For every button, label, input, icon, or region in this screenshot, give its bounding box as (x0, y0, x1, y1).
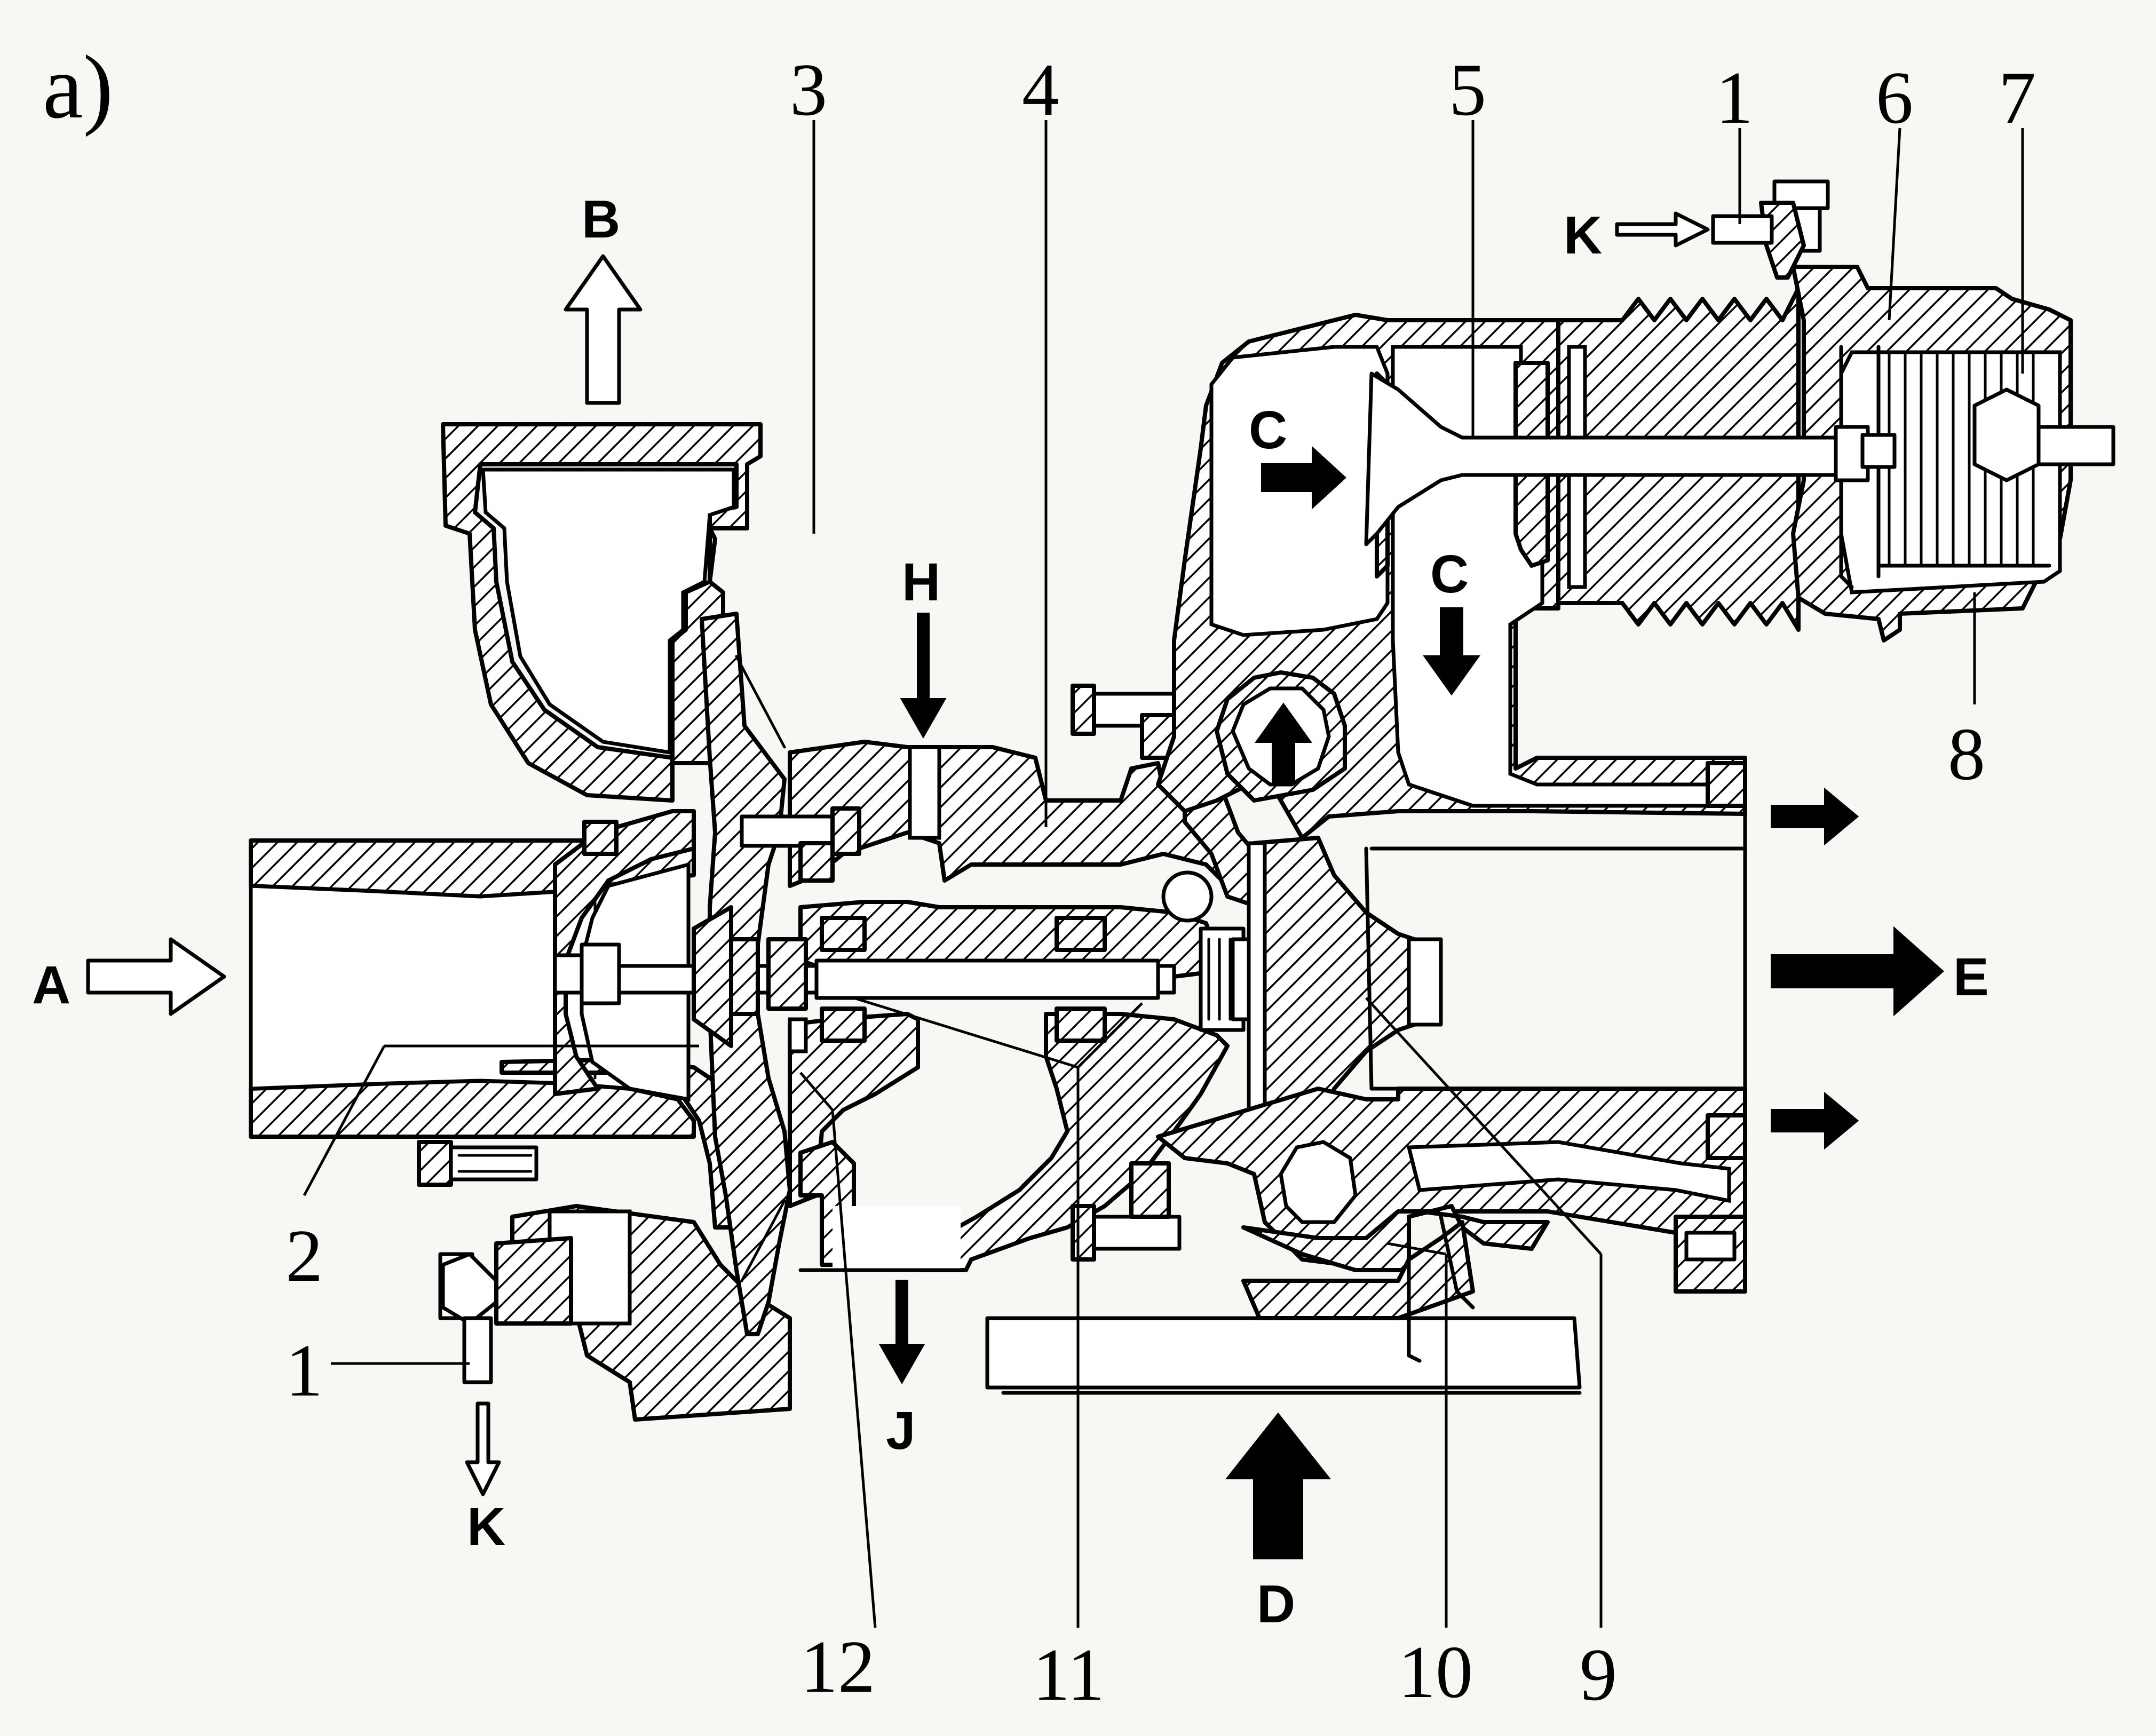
part-number-7: 7 (1999, 57, 2036, 139)
flow-label-H: H (902, 552, 940, 612)
flow-arrow-C-down (1423, 607, 1480, 696)
flow-label-A: A (32, 955, 70, 1015)
bearing-housing-bolt-lower (1071, 1161, 1182, 1262)
flow-arrow-D (1225, 1412, 1331, 1559)
flow-label-E: E (1953, 947, 1989, 1007)
flow-label-D: D (1257, 1574, 1295, 1634)
flow-label-K-top: K (1564, 205, 1602, 265)
flow-arrow-E (1771, 926, 1945, 1017)
part-number-3: 3 (790, 49, 827, 131)
compressor-outlet-elbow (441, 422, 763, 803)
part-number-1-top: 1 (1716, 57, 1753, 139)
part-number-8: 8 (1948, 713, 1985, 796)
flow-arrow-A (86, 937, 226, 1016)
flow-arrow-K-top (1615, 211, 1710, 248)
part-number-10: 10 (1398, 1631, 1473, 1714)
panel-label: a) (43, 37, 113, 137)
flow-arrow-J (878, 1280, 925, 1385)
part-number-2: 2 (286, 1215, 323, 1297)
bottom-drain-fitting (438, 1236, 573, 1384)
flow-label-K-bottom: K (467, 1497, 505, 1557)
turbine-exhaust-outlet (1364, 756, 1747, 1294)
flow-label-B: B (582, 189, 620, 249)
turbine-inlet-flange (985, 1204, 1582, 1395)
flow-arrow-exhaust-upper (1771, 787, 1859, 846)
flow-arrow-exhaust-lower (1771, 1091, 1859, 1150)
bearing-housing-bolt-right (1071, 684, 1182, 760)
part-number-9: 9 (1580, 1634, 1617, 1716)
part-number-6: 6 (1876, 57, 1913, 139)
flow-arrow-K-bottom (465, 1401, 501, 1496)
part-number-4: 4 (1022, 49, 1059, 131)
flow-arrow-H (900, 613, 947, 739)
top-drain-fitting (1711, 179, 1830, 280)
part-number-12: 12 (800, 1626, 875, 1708)
left-casing-bolt (417, 1140, 538, 1187)
leader-lines (303, 120, 2024, 1628)
part-number-11: 11 (1033, 1634, 1105, 1716)
part-number-5: 5 (1449, 49, 1486, 131)
wastegate-valve-stem (1364, 371, 2115, 546)
flow-label-J: J (886, 1401, 916, 1461)
bearing-housing (788, 740, 1267, 1272)
flow-label-C-top: C (1249, 400, 1287, 460)
bearing-housing-bolt-upper (740, 806, 861, 883)
turbine-wheel (1247, 836, 1443, 1128)
part-number-1-bottom: 1 (286, 1329, 323, 1412)
flow-arrow-up-turbine (1255, 702, 1312, 786)
flow-label-C-mid: C (1430, 544, 1469, 604)
turbocharger-shaft (553, 905, 1176, 1053)
flow-arrow-B (564, 254, 643, 405)
flow-arrow-C-horizontal (1261, 446, 1346, 510)
turbine-seal-collar (1199, 926, 1256, 1032)
